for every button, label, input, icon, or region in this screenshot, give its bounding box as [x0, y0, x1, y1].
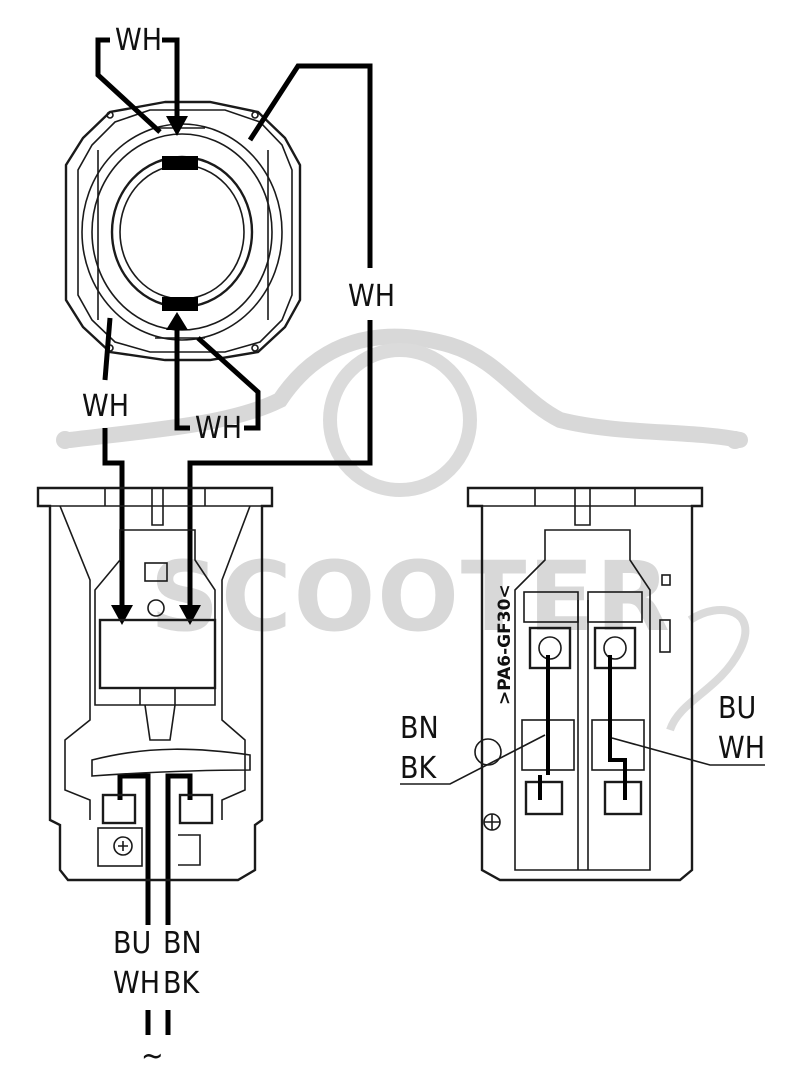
watermark-wheel — [323, 343, 477, 497]
wire-supply-bu-wh — [117, 773, 151, 925]
terminal-bottom-left — [524, 780, 564, 816]
wires — [95, 37, 373, 1035]
label-right-view-wh: WH — [718, 731, 765, 766]
socket-right-outline — [466, 486, 704, 882]
label-right-view-bu: BU — [718, 691, 756, 726]
socket-left-outline — [36, 486, 274, 882]
socket-right: >PA6-GF30< — [400, 486, 765, 882]
label-right-view-bk: BK — [400, 751, 438, 786]
label-supply-right-2: BK — [163, 966, 201, 1001]
label-supply-right-1: BN — [163, 926, 202, 961]
label-coil-top: WH — [115, 23, 162, 58]
coil-outer-frame — [64, 100, 302, 362]
label-supply-left-1: BU — [113, 926, 151, 961]
label-supply-left-2: WH — [113, 966, 160, 1001]
terminal-screw-right — [593, 626, 637, 670]
labels: WH WH WH WH BU WH BN BK ~ BN BK BU WH — [82, 23, 765, 1074]
material-marking: >PA6-GF30< — [495, 584, 515, 705]
label-coil-right: WH — [348, 279, 395, 314]
terminal-left-1 — [101, 793, 137, 825]
watermark: SCOOTER — [56, 328, 750, 732]
svg-text:>PA6-GF30<: >PA6-GF30< — [495, 584, 515, 705]
wire-coil-right — [247, 63, 373, 268]
wire-coil-left — [102, 317, 113, 381]
watermark-scooter-outline — [62, 328, 748, 448]
leader-bu-wh — [611, 737, 765, 766]
leader-bn-bk — [400, 734, 546, 785]
label-ac-symbol: ~ — [141, 1039, 164, 1074]
terminal-left-2 — [178, 793, 214, 825]
label-right-view-bn: BN — [400, 711, 439, 746]
coil-pole-bottom — [162, 297, 198, 311]
label-coil-left: WH — [82, 389, 129, 424]
label-coil-bottom: WH — [195, 411, 242, 446]
socket-left — [36, 486, 274, 882]
wire-supply-bn-bk — [165, 773, 193, 925]
wire-coil-top — [95, 37, 162, 134]
coil-assembly — [64, 100, 302, 362]
coil-pole-top — [162, 156, 198, 170]
wire-coil-bottom — [174, 330, 190, 431]
watermark-text: SCOOTER — [150, 541, 672, 653]
